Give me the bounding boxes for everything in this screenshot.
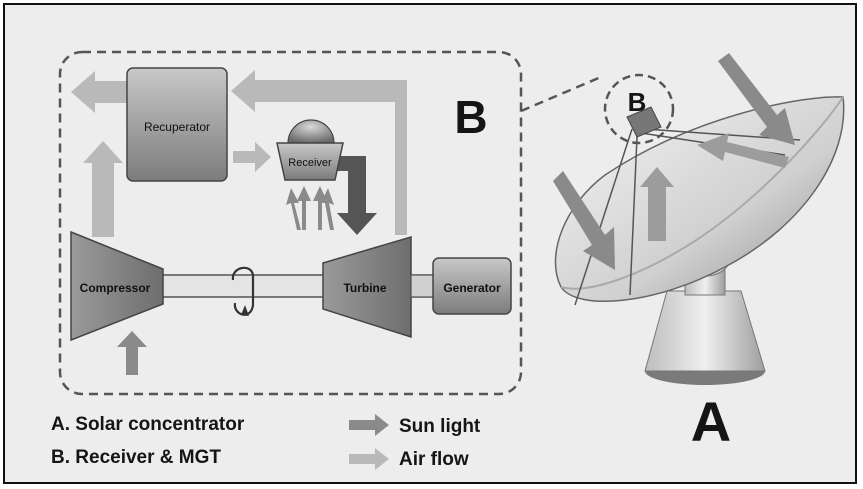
sun-light-arrows xyxy=(117,186,334,375)
legend-air-flow: Air flow xyxy=(399,449,469,470)
sun-light-legend-arrow-icon xyxy=(349,414,389,436)
pedestal xyxy=(644,290,766,372)
dish-label-b: B xyxy=(628,87,647,117)
receiver-sunlight-arrow-3 xyxy=(313,186,327,230)
legend: A. Solar concentrator B. Receiver & MGT … xyxy=(51,414,481,470)
dish-sun-light-arrows xyxy=(553,53,795,270)
turbine-to-recuperator-arrow xyxy=(231,70,407,235)
inset-label-b: B xyxy=(454,91,487,143)
generator-label: Generator xyxy=(443,281,501,295)
compressor-to-recuperator-arrow xyxy=(83,141,123,237)
receiver-label: Receiver xyxy=(288,157,332,169)
mgt-inset-boundary xyxy=(58,50,523,396)
incoming-sunlight-arrow-right xyxy=(718,53,795,145)
rotation-arrowhead-icon xyxy=(241,305,249,316)
legend-key-a: A. Solar concentrator xyxy=(51,414,245,435)
generator: Generator xyxy=(410,257,512,315)
diagram-frame: Recuperator Receiver Compressor Turbine … xyxy=(3,3,857,484)
air-flow-arrows xyxy=(71,70,407,237)
receiver-sunlight-arrow-2 xyxy=(297,186,311,230)
receiver-sunlight-arrow-4 xyxy=(321,188,334,230)
incoming-sunlight-arrow-left xyxy=(553,171,615,270)
receiver: Receiver xyxy=(276,119,344,181)
recuperator-exhaust-arrow xyxy=(71,71,127,113)
legend-sun-light: Sun light xyxy=(399,416,481,437)
recuperator-to-receiver-arrow xyxy=(233,142,271,172)
dish-reflected-arrows xyxy=(640,133,789,241)
dish-label-a: A xyxy=(691,390,731,453)
receiver-sunlight-arrow-1 xyxy=(286,188,301,230)
dish-bowl xyxy=(554,96,845,302)
compressor-inlet-arrow xyxy=(117,331,147,375)
inset-connector-line xyxy=(520,75,602,113)
turbine-label: Turbine xyxy=(343,281,386,295)
rotation-arrow-icon xyxy=(231,266,255,316)
dish-receiver-highlight xyxy=(603,73,675,145)
reflected-arrow-left xyxy=(697,133,789,168)
reflected-arrow-up xyxy=(640,167,674,241)
air-flow-legend-arrow-icon xyxy=(349,448,389,470)
receiver-to-turbine-arrow xyxy=(337,156,377,235)
compressor: Compressor xyxy=(70,230,164,342)
compressor-label: Compressor xyxy=(80,281,151,295)
recuperator-label: Recuperator xyxy=(144,120,210,134)
recuperator: Recuperator xyxy=(126,67,228,182)
solar-mgt-diagram: Recuperator Receiver Compressor Turbine … xyxy=(51,50,845,470)
legend-key-b: B. Receiver & MGT xyxy=(51,447,221,468)
turbine: Turbine xyxy=(322,235,412,339)
